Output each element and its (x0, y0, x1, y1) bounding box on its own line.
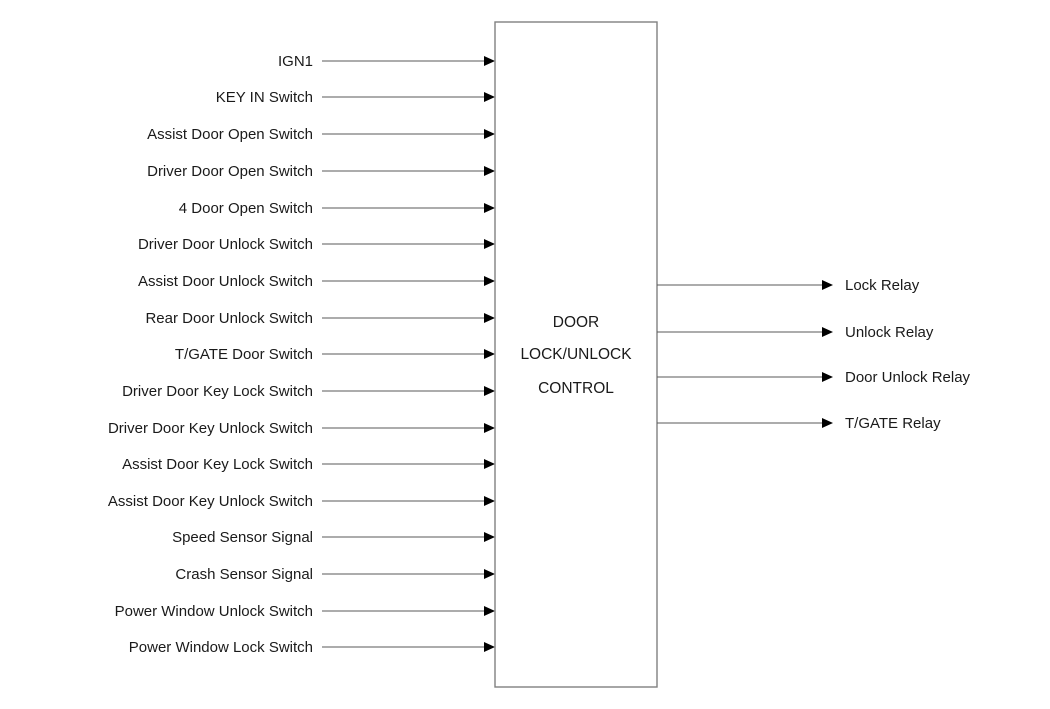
control-box-label-line: LOCK/UNLOCK (520, 346, 632, 363)
input-signal-row: Assist Door Open Switch (147, 126, 495, 143)
input-signal-row: T/GATE Door Switch (175, 346, 495, 363)
input-label: Driver Door Key Lock Switch (122, 383, 313, 400)
arrow-head-icon (822, 372, 833, 382)
output-signal-row: Lock Relay (657, 277, 920, 294)
input-label: Speed Sensor Signal (172, 529, 313, 546)
arrow-head-icon (484, 166, 495, 176)
arrow-head-icon (484, 56, 495, 66)
arrow-head-icon (484, 532, 495, 542)
control-box-label-line: DOOR (553, 314, 600, 331)
input-label: Driver Door Open Switch (147, 163, 313, 180)
input-label: KEY IN Switch (216, 89, 313, 106)
input-label: IGN1 (278, 53, 313, 70)
input-signal-row: Power Window Unlock Switch (115, 603, 495, 620)
arrow-head-icon (484, 129, 495, 139)
arrow-head-icon (484, 606, 495, 616)
arrow-head-icon (484, 459, 495, 469)
input-signal-row: Driver Door Key Unlock Switch (108, 420, 495, 437)
arrow-head-icon (484, 569, 495, 579)
output-label: Door Unlock Relay (845, 369, 971, 386)
input-label: Assist Door Unlock Switch (138, 273, 313, 290)
input-signal-row: KEY IN Switch (216, 89, 495, 106)
input-signal-row: Assist Door Unlock Switch (138, 273, 495, 290)
output-signal-row: Door Unlock Relay (657, 369, 971, 386)
arrow-head-icon (484, 276, 495, 286)
output-signal-row: T/GATE Relay (657, 415, 941, 432)
input-signal-row: Crash Sensor Signal (175, 566, 495, 583)
control-box-rect (494, 21, 658, 688)
control-box-label-line: CONTROL (538, 380, 614, 397)
input-signal-row: Assist Door Key Lock Switch (122, 456, 495, 473)
input-label: Rear Door Unlock Switch (145, 310, 313, 327)
arrow-head-icon (484, 349, 495, 359)
input-label: Assist Door Key Unlock Switch (108, 493, 313, 510)
input-label: Power Window Unlock Switch (115, 603, 313, 620)
input-signal-row: Power Window Lock Switch (129, 639, 495, 656)
input-signal-row: Driver Door Unlock Switch (138, 236, 495, 253)
output-label: Unlock Relay (845, 324, 934, 341)
input-label: Assist Door Open Switch (147, 126, 313, 143)
input-label: 4 Door Open Switch (179, 200, 313, 217)
arrow-head-icon (484, 239, 495, 249)
arrow-head-icon (484, 313, 495, 323)
output-signal-row: Unlock Relay (657, 324, 934, 341)
output-label: Lock Relay (845, 277, 920, 294)
input-label: Crash Sensor Signal (175, 566, 313, 583)
input-signal-row: 4 Door Open Switch (179, 200, 495, 217)
input-signal-row: Driver Door Key Lock Switch (122, 383, 495, 400)
arrow-head-icon (484, 496, 495, 506)
arrow-head-icon (822, 418, 833, 428)
arrow-head-icon (484, 642, 495, 652)
input-signal-row: Assist Door Key Unlock Switch (108, 493, 495, 510)
control-box-group: DOOR LOCK/UNLOCK CONTROL (494, 21, 658, 688)
input-signal-row: Driver Door Open Switch (147, 163, 495, 180)
input-label: Driver Door Key Unlock Switch (108, 420, 313, 437)
input-label: Driver Door Unlock Switch (138, 236, 313, 253)
arrow-head-icon (484, 423, 495, 433)
arrow-head-icon (484, 386, 495, 396)
input-label: T/GATE Door Switch (175, 346, 313, 363)
input-signal-row: Speed Sensor Signal (172, 529, 495, 546)
arrow-head-icon (484, 92, 495, 102)
arrow-head-icon (822, 280, 833, 290)
input-label: Assist Door Key Lock Switch (122, 456, 313, 473)
input-label: Power Window Lock Switch (129, 639, 313, 656)
arrow-head-icon (822, 327, 833, 337)
arrow-head-icon (484, 203, 495, 213)
input-signal-row: Rear Door Unlock Switch (145, 310, 495, 327)
input-signal-row: IGN1 (278, 53, 495, 70)
output-label: T/GATE Relay (845, 415, 941, 432)
